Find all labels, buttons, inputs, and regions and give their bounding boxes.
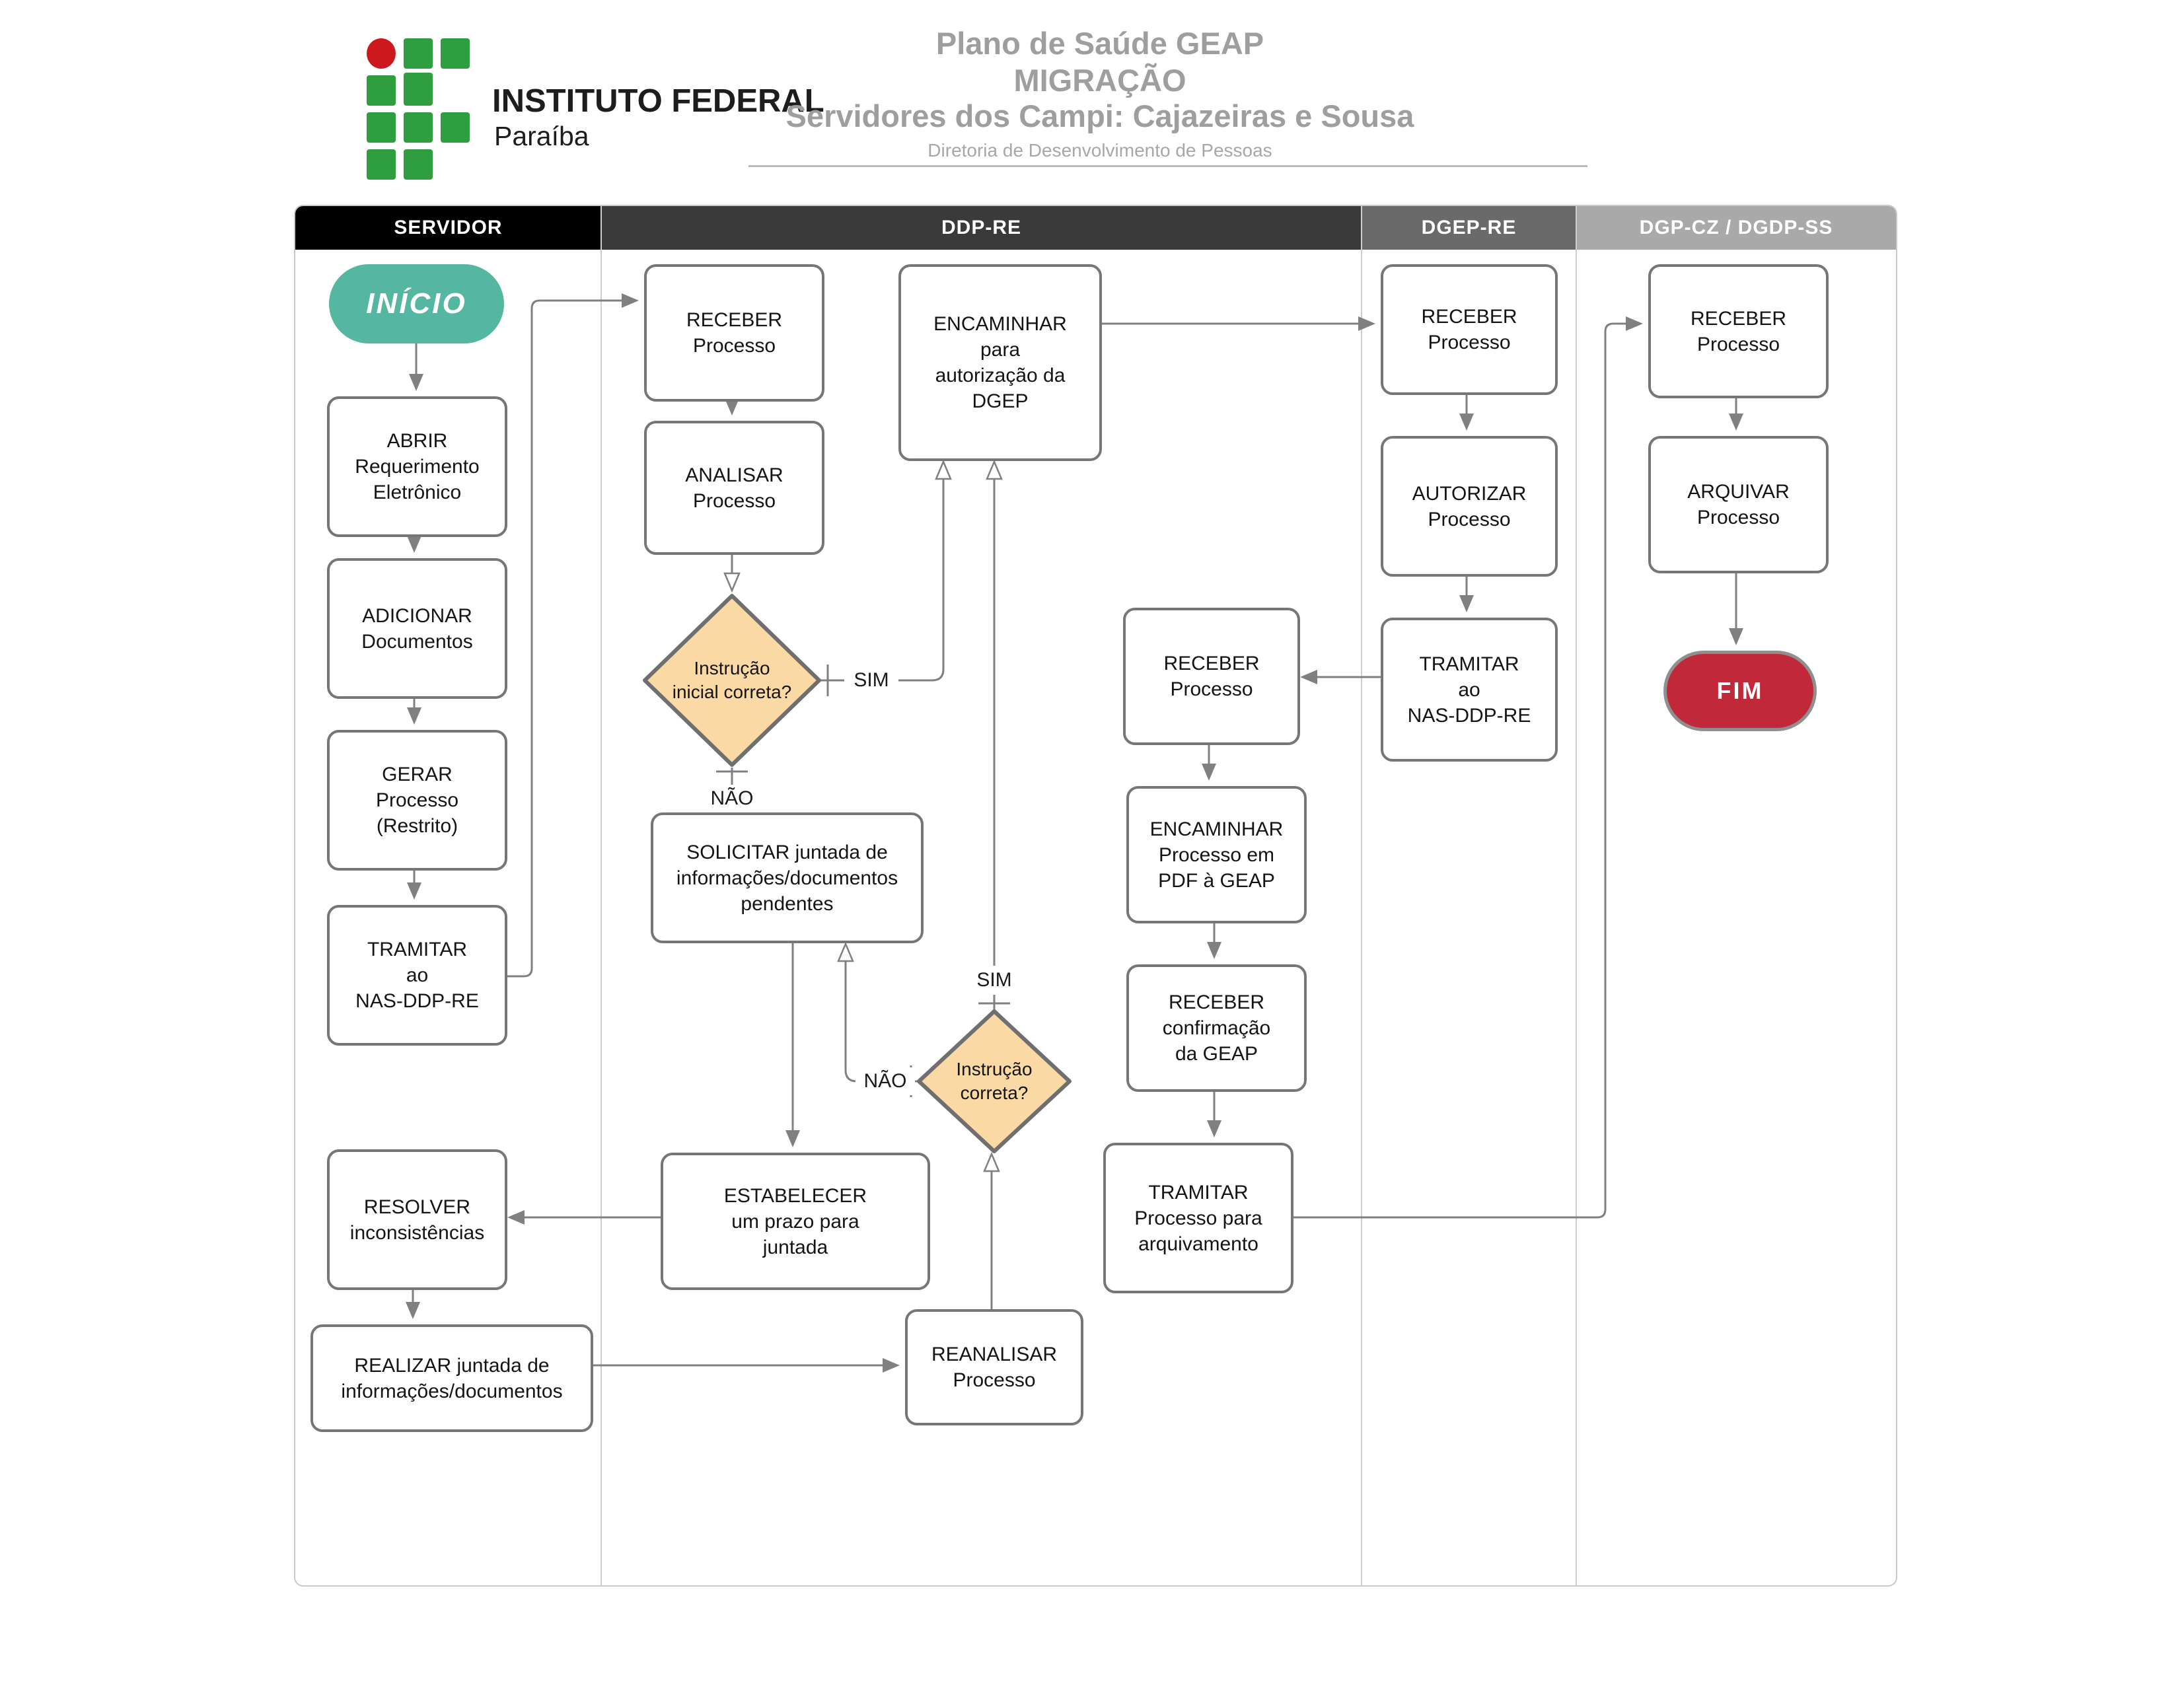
task-realizar-juntada: REALIZAR juntada de informações/document… (310, 1324, 593, 1432)
lane-header-ddp-re: DDP-RE (601, 206, 1362, 250)
lane-header-dgep-re: DGEP-RE (1362, 206, 1576, 250)
task-resolver-inconsistencias: RESOLVER inconsistências (327, 1149, 507, 1290)
task-tramitar-nas-ddp-re-2: TRAMITAR ao NAS-DDP-RE (1381, 618, 1558, 762)
task-label: ENCAMINHAR para autorização da DGEP (933, 313, 1067, 412)
task-label: AUTORIZAR Processo (1412, 482, 1527, 530)
decision-instrucao-inicial-label: Instrução inicial correta? (645, 596, 819, 765)
start-node: INÍCIO (329, 264, 504, 343)
ifpb-logo (367, 38, 476, 180)
task-adicionar-documentos: ADICIONAR Documentos (327, 558, 507, 699)
task-tramitar-nas-ddp-re: TRAMITAR ao NAS-DDP-RE (327, 905, 507, 1046)
task-receber-confirmacao-geap: RECEBER confirmação da GEAP (1126, 964, 1307, 1092)
task-solicitar-juntada: SOLICITAR juntada de informações/documen… (651, 812, 924, 943)
logo-institution: INSTITUTO FEDERAL (492, 83, 824, 119)
end-node: FIM (1663, 651, 1817, 731)
task-label: RECEBER Processo (1690, 307, 1787, 355)
task-estabelecer-prazo: ESTABELECER um prazo para juntada (661, 1153, 930, 1290)
decision-diamond-instrucao-inicial (643, 594, 821, 767)
task-label: RECEBER Processo (1421, 306, 1517, 353)
end-label: FIM (1716, 677, 1764, 704)
task-label: RECEBER confirmação da GEAP (1162, 991, 1271, 1065)
task-label: ARQUIVAR Processo (1687, 481, 1790, 528)
task-label: GERAR Processo (Restrito) (375, 764, 459, 837)
logo-square-icon (441, 112, 470, 143)
task-label: SOLICITAR juntada de informações/documen… (676, 841, 898, 915)
task-receber-processo-dgep: RECEBER Processo (1381, 264, 1558, 395)
task-label: TRAMITAR ao NAS-DDP-RE (1407, 653, 1531, 727)
task-label: RECEBER Processo (686, 309, 783, 357)
task-label: REANALISAR Processo (931, 1344, 1058, 1391)
logo-region: Paraíba (494, 121, 589, 151)
lane-header-servidor: SERVIDOR (295, 206, 601, 250)
edge-label-sim-2: SIM (967, 966, 1021, 995)
task-autorizar-processo: AUTORIZAR Processo (1381, 436, 1558, 577)
logo-square-icon (404, 73, 433, 106)
page-title-line2: MIGRAÇÃO (1013, 63, 1186, 98)
task-arquivar-processo: ARQUIVAR Processo (1648, 436, 1829, 573)
task-receber-processo-dgp: RECEBER Processo (1648, 264, 1829, 398)
logo-square-icon (404, 38, 433, 69)
task-label: ANALISAR Processo (685, 464, 783, 512)
task-label: REALIZAR juntada de informações/document… (341, 1354, 563, 1402)
task-analisar-processo: ANALISAR Processo (644, 421, 824, 555)
page-title-line3: Servidores dos Campi: Cajazeiras e Sousa (785, 98, 1414, 133)
task-abrir-requerimento: ABRIR Requerimento Eletrônico (327, 396, 507, 537)
decision-label: Instrução correta? (956, 1058, 1033, 1103)
task-label: ENCAMINHAR Processo em PDF à GEAP (1149, 818, 1284, 892)
page-title-line1: Plano de Saúde GEAP (935, 26, 1264, 61)
logo-square-icon (367, 75, 396, 106)
task-receber-processo-ddp: RECEBER Processo (644, 264, 824, 402)
logo-square-icon (367, 112, 396, 143)
task-reanalisar-processo: REANALISAR Processo (905, 1309, 1083, 1425)
task-label: TRAMITAR ao NAS-DDP-RE (355, 939, 479, 1012)
lane-divider (1361, 206, 1362, 1585)
decision-diamond-instrucao-correta (917, 1009, 1072, 1153)
lane-divider (601, 206, 602, 1585)
task-encaminhar-pdf-geap: ENCAMINHAR Processo em PDF à GEAP (1126, 786, 1307, 923)
task-label: ADICIONAR Documentos (361, 604, 473, 653)
edge-label-sim-1: SIM (844, 666, 898, 695)
lane-divider (1576, 206, 1577, 1585)
task-label: RESOLVER inconsistências (349, 1196, 485, 1244)
lane-header-dgp-cz: DGP-CZ / DGDP-SS (1576, 206, 1896, 250)
task-receber-processo-ddp2: RECEBER Processo (1123, 608, 1300, 745)
start-label: INÍCIO (366, 287, 467, 320)
edge-label-nao-2: NÃO (855, 1067, 915, 1095)
task-tramitar-arquivamento: TRAMITAR Processo para arquivamento (1103, 1143, 1293, 1293)
task-label: TRAMITAR Processo para arquivamento (1134, 1181, 1262, 1255)
edge-label-nao-1: NÃO (702, 785, 762, 812)
logo-square-icon (441, 38, 470, 69)
logo-square-icon (404, 112, 433, 143)
task-label: ESTABELECER um prazo para juntada (723, 1184, 867, 1258)
decision-instrucao-correta-label: Instrução correta? (919, 1011, 1070, 1151)
task-gerar-processo: GERAR Processo (Restrito) (327, 730, 507, 871)
page-subtitle: Diretoria de Desenvolvimento de Pessoas (928, 140, 1272, 161)
decision-label: Instrução inicial correta? (672, 657, 792, 702)
logo-red-dot-icon (367, 38, 396, 69)
title-divider (748, 165, 1587, 167)
logo-square-icon (367, 149, 396, 180)
task-encaminhar-autorizacao-dgep: ENCAMINHAR para autorização da DGEP (898, 264, 1102, 461)
logo-square-icon (404, 149, 433, 180)
task-label: RECEBER Processo (1163, 653, 1260, 700)
task-label: ABRIR Requerimento Eletrônico (355, 430, 480, 503)
